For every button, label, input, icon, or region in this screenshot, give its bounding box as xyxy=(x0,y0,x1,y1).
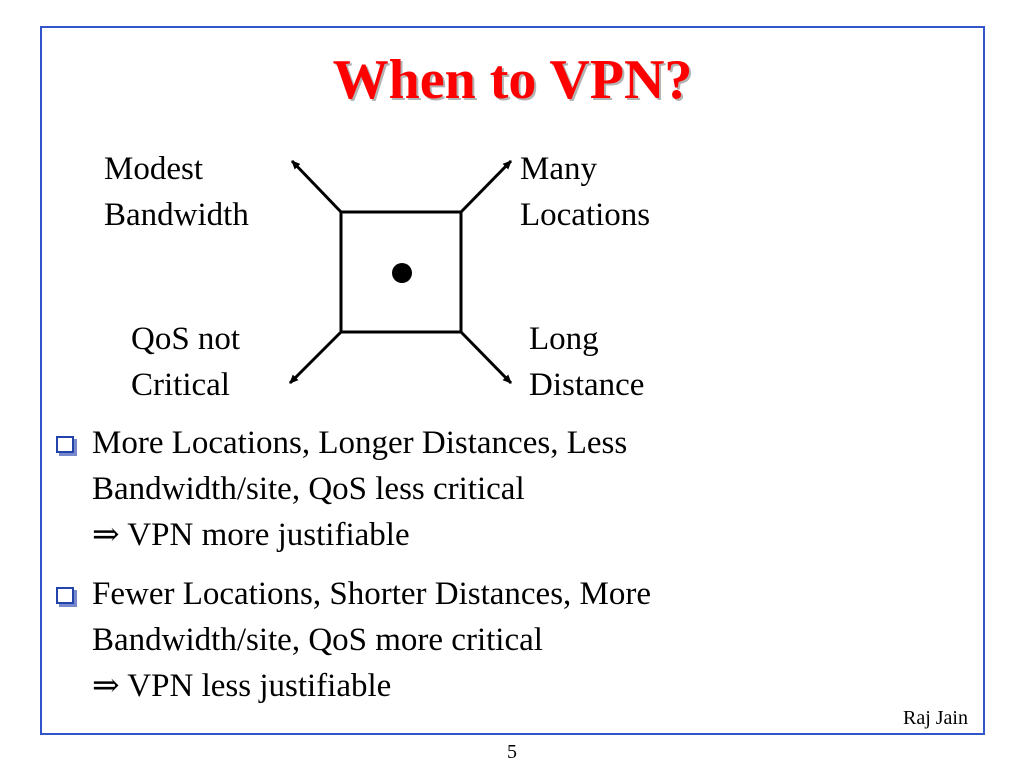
label-line: Critical xyxy=(131,367,230,403)
bullet-line: More Locations, Longer Distances, Less xyxy=(92,425,628,461)
bullet-line: ⇒ VPN less justifiable xyxy=(92,668,392,704)
label-line: Modest xyxy=(104,151,203,187)
bullet-text: More Locations, Longer Distances, Less B… xyxy=(92,420,627,558)
label-line: QoS not xyxy=(131,321,241,357)
bullet-text: Fewer Locations, Shorter Distances, More… xyxy=(92,571,651,709)
label-qos-not-critical: QoS not Critical xyxy=(131,316,240,408)
label-many-locations: Many Locations xyxy=(520,146,650,238)
label-modest-bandwidth: Modest Bandwidth xyxy=(104,146,249,238)
checkbox-bullet-icon xyxy=(56,436,74,453)
label-line: Bandwidth xyxy=(104,197,249,233)
checkbox-bullet-icon xyxy=(56,587,74,604)
bullet-line: ⇒ VPN more justifiable xyxy=(92,517,410,553)
bullet-line: Bandwidth/site, QoS more critical xyxy=(92,622,543,658)
bullet-line: Fewer Locations, Shorter Distances, More xyxy=(92,576,652,612)
label-line: Long xyxy=(529,321,599,357)
label-line: Distance xyxy=(529,367,645,403)
author-name: Raj Jain xyxy=(903,707,968,729)
slide-frame xyxy=(40,26,985,735)
label-line: Many xyxy=(520,151,597,187)
bullet-line: Bandwidth/site, QoS less critical xyxy=(92,471,525,507)
slide-title: When to VPN? xyxy=(332,49,693,111)
page-number: 5 xyxy=(507,741,517,763)
label-line: Locations xyxy=(520,197,651,233)
label-long-distance: Long Distance xyxy=(529,316,644,408)
